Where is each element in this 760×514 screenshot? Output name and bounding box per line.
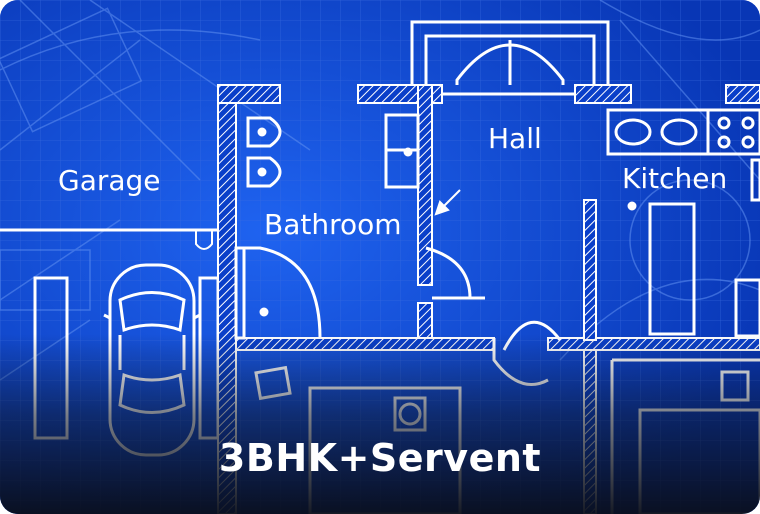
room-label-bathroom: Bathroom bbox=[264, 208, 402, 241]
garage-fixture-icon bbox=[195, 229, 213, 250]
room-label-garage: Garage bbox=[58, 164, 161, 197]
room-label-kitchen: Kitchen bbox=[622, 162, 727, 195]
caption-gradient-overlay bbox=[0, 334, 760, 514]
bathroom-fixtures bbox=[234, 113, 485, 340]
room-label-hall: Hall bbox=[488, 122, 542, 155]
hall-bay bbox=[410, 20, 610, 96]
card-title: 3BHK+Servent bbox=[218, 436, 542, 480]
direction-arrows bbox=[434, 189, 461, 216]
